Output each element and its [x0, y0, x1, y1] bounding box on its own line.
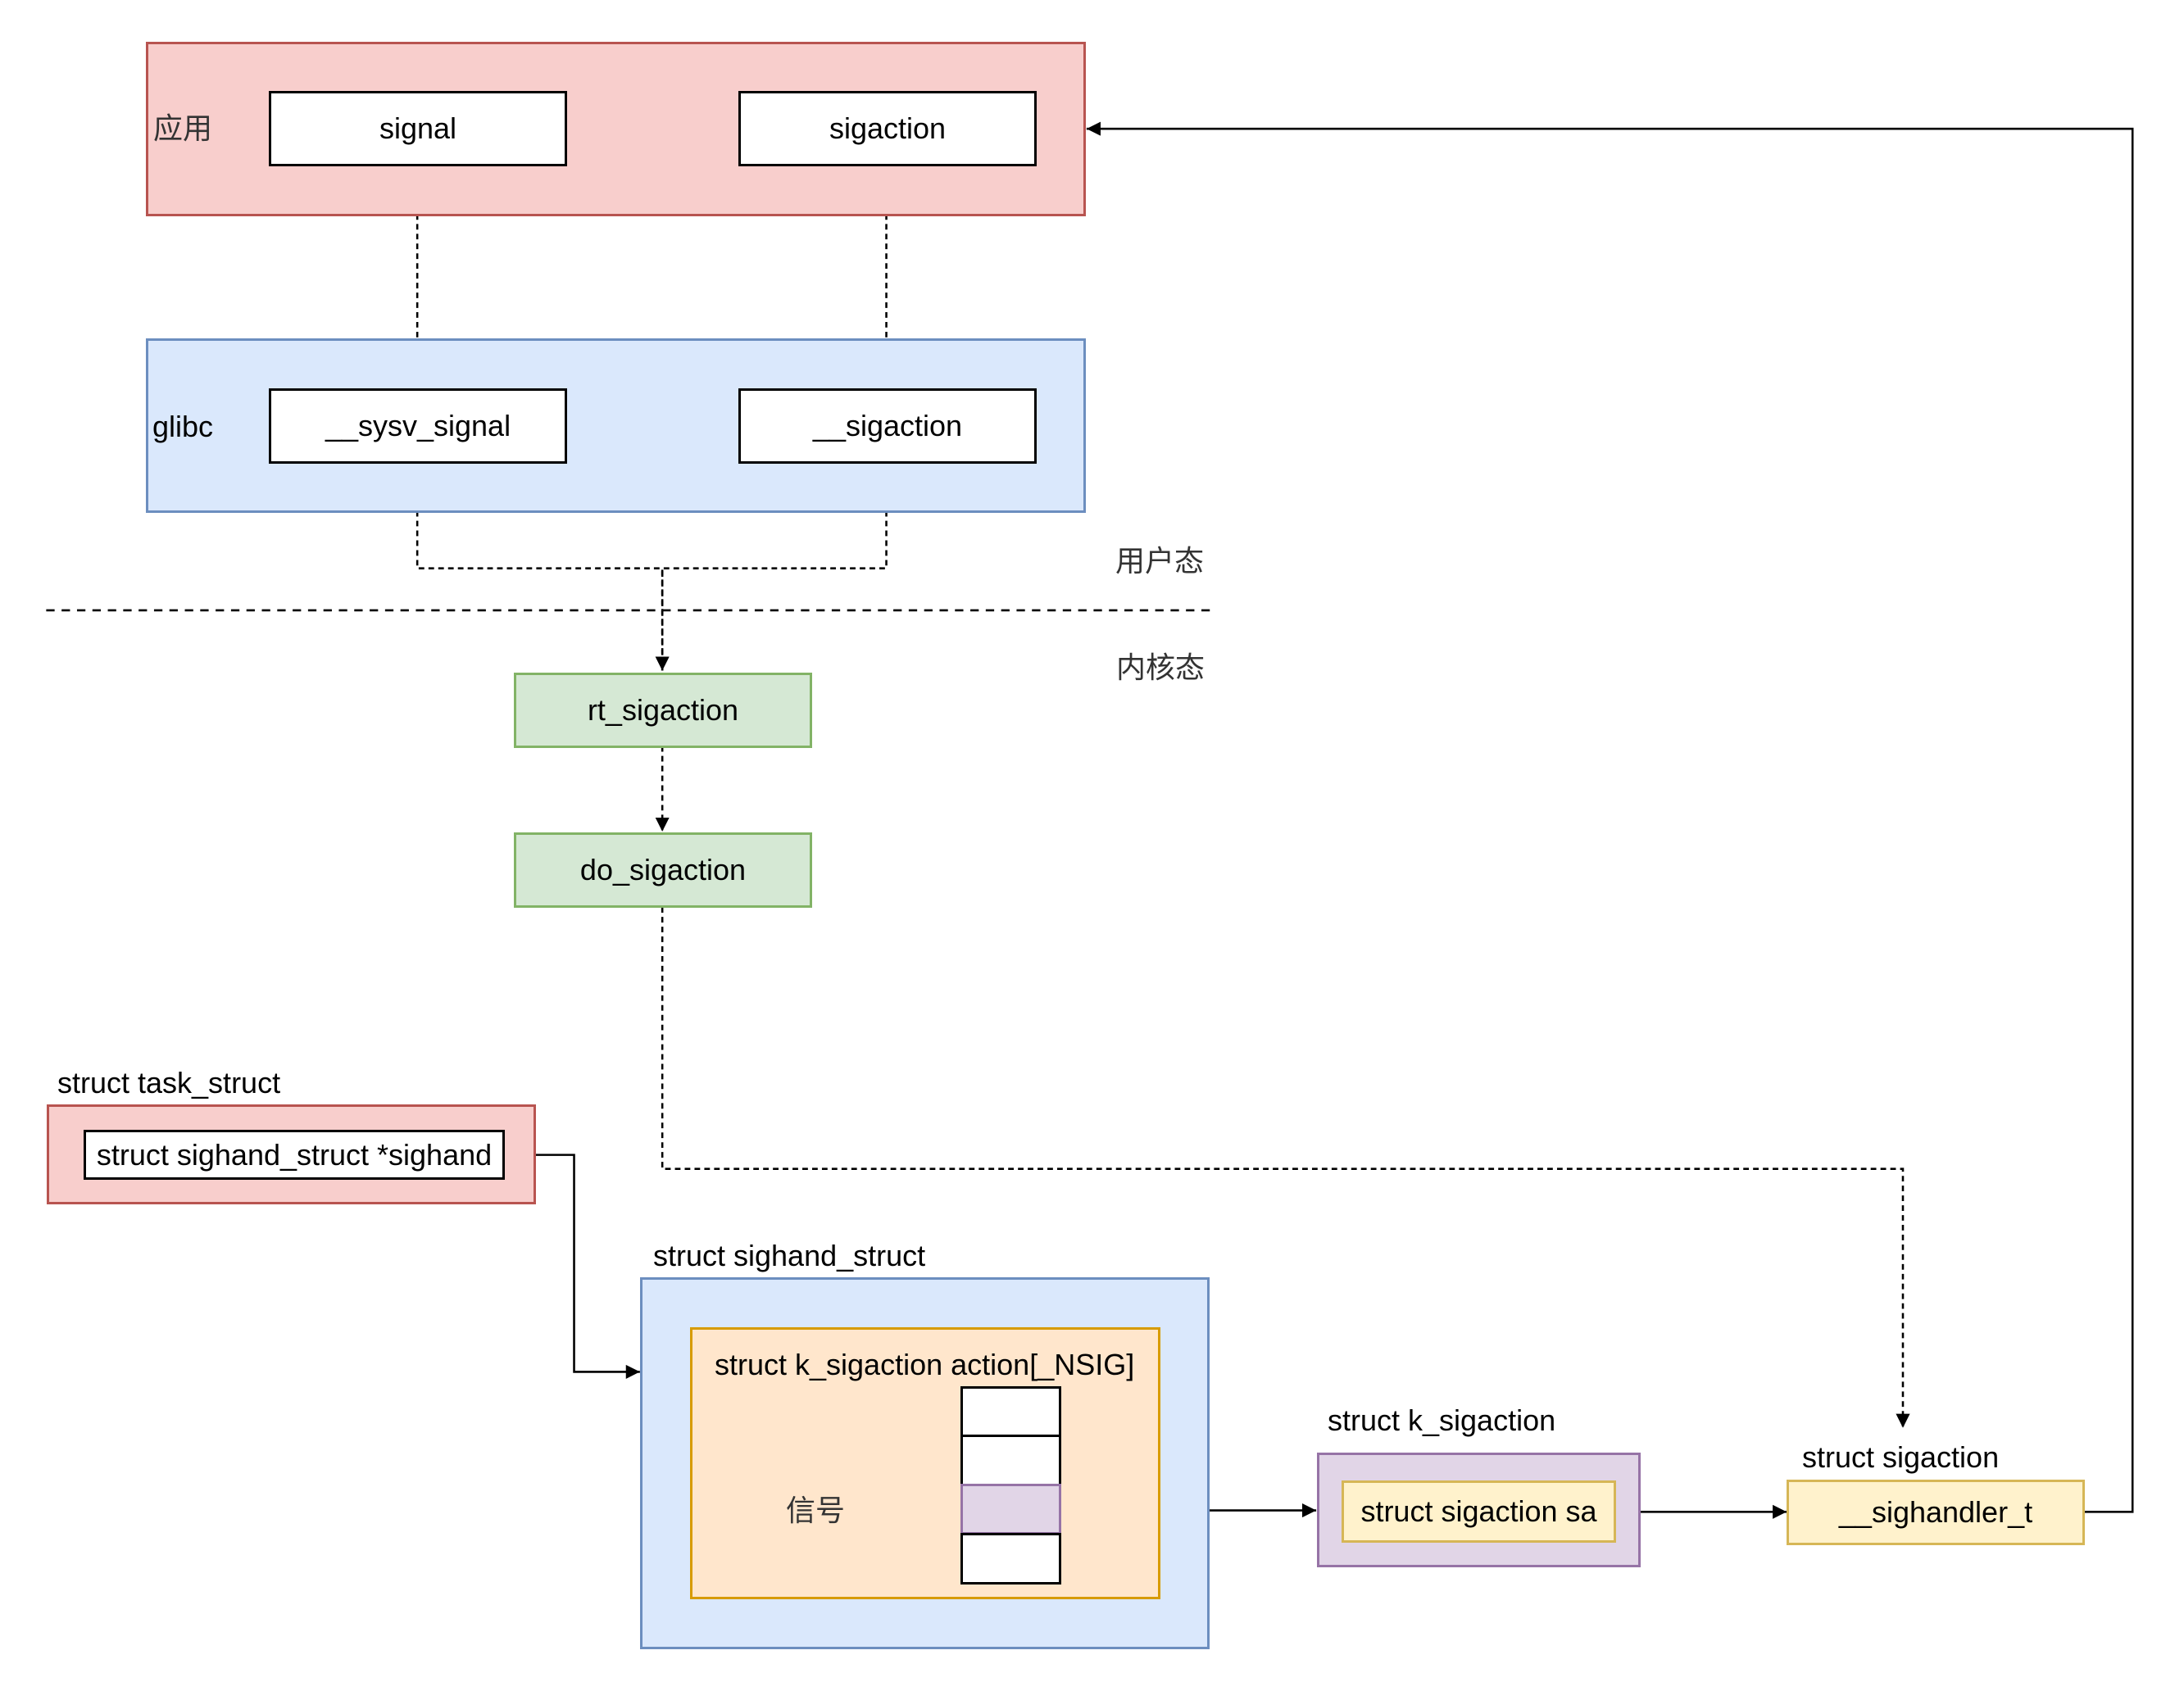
signal-node[interactable]: signal [269, 91, 567, 166]
array-slot [960, 1435, 1061, 1486]
task-struct-title: struct task_struct [57, 1066, 281, 1099]
sigaction-struct-title: struct sigaction [1802, 1440, 2000, 1474]
array-slot [960, 1386, 1061, 1438]
array-slot [960, 1533, 1061, 1585]
k-sigaction-array-box [690, 1327, 1160, 1599]
sa-field[interactable]: struct sigaction sa [1342, 1480, 1616, 1543]
application-layer-label: 应用 [153, 112, 213, 146]
kernel-mode-label: 内核态 [1116, 651, 1206, 685]
k-sigaction-title: struct k_sigaction [1328, 1403, 1556, 1437]
sighandler-field[interactable]: __sighandler_t [1787, 1480, 2085, 1545]
arrow-sighandler-back-to-app [1086, 121, 2134, 1513]
signal-number-label: 信号 [786, 1494, 846, 1528]
array-slot-selected[interactable] [960, 1484, 1061, 1535]
sysv-signal-node[interactable]: __sysv_signal [269, 388, 567, 464]
k-sigaction-array-label: struct k_sigaction action[_NSIG] [715, 1348, 1135, 1381]
sighand-struct-title: struct sighand_struct [653, 1239, 926, 1272]
rt-sigaction-node[interactable]: rt_sigaction [514, 673, 812, 748]
user-mode-label: 用户态 [1115, 545, 1205, 578]
glibc-sigaction-node[interactable]: __sigaction [738, 388, 1037, 464]
sighand-pointer-field[interactable]: struct sighand_struct *sighand [84, 1130, 505, 1180]
glibc-layer-label: glibc [152, 410, 214, 443]
sigaction-node[interactable]: sigaction [738, 91, 1037, 166]
do-sigaction-node[interactable]: do_sigaction [514, 832, 812, 908]
